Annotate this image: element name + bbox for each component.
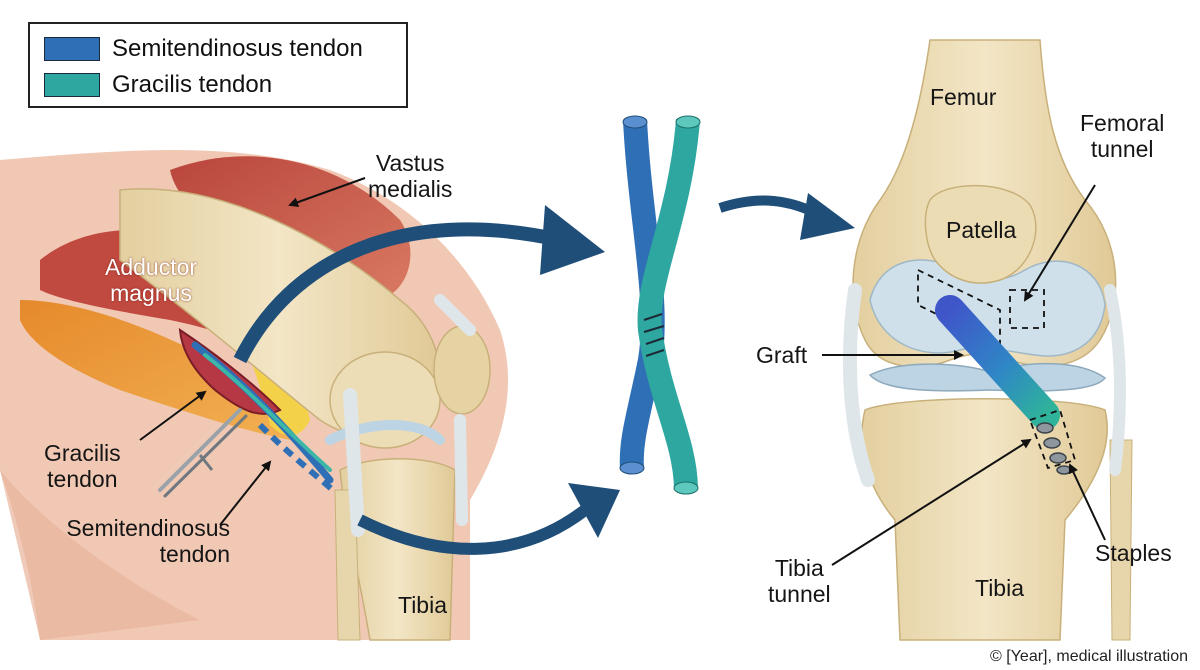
medial-collateral-ligament <box>842 283 875 487</box>
forceps <box>158 408 248 498</box>
label-adductor-magnus-line2: magnus <box>110 280 192 306</box>
label-vastus-medialis-line1: Vastus <box>375 150 445 176</box>
lateral-collateral-ligament <box>1104 284 1126 476</box>
knee-panel <box>842 39 1133 641</box>
right-meniscus <box>868 362 1107 392</box>
left-meniscus <box>325 420 445 445</box>
legend-swatch-gracilis <box>44 73 100 97</box>
label-semitendinosus-tendon-line1: Semitendinosus <box>66 515 230 541</box>
label-tibia-right: Tibia <box>975 575 1024 601</box>
label-gracilis-tendon-line2: tendon <box>47 466 118 492</box>
femoral-tunnel-box <box>1009 289 1045 329</box>
left-ligament-3 <box>454 414 468 526</box>
label-tibia-tunnel-line1: Tibia <box>774 555 824 581</box>
semitendinosus-top-end <box>622 115 648 129</box>
label-semitendinosus-tendon: Semitendinosus tendon <box>30 515 230 567</box>
right-fibula <box>1109 439 1133 641</box>
orange-muscle <box>20 300 290 440</box>
arrow-lower-to-tendons-head <box>568 483 620 538</box>
left-ligament-2 <box>434 294 476 336</box>
arrow-lower-to-tendons <box>357 505 589 555</box>
label-vastus-medialis-line2: medialis <box>368 176 453 202</box>
arrow-thigh-to-tendons <box>233 222 562 364</box>
leg-panel <box>0 150 509 641</box>
label-tibia-left: Tibia <box>398 592 447 618</box>
gracilis-top-end <box>675 115 701 129</box>
gracilis-graft <box>637 119 700 489</box>
label-adductor-magnus-line1: Adductor <box>105 254 198 280</box>
left-ligament-1 <box>343 388 365 537</box>
semitendinosus-dashed <box>257 422 337 495</box>
arrow-tendons-to-knee-head <box>800 193 855 240</box>
label-gracilis-tendon-line1: Gracilis <box>44 440 121 466</box>
leader-gracilis-tendon <box>139 390 207 441</box>
leader-semitendinosus-tendon <box>219 460 272 526</box>
leader-lines <box>139 177 1106 566</box>
harvested-tendons <box>619 115 701 495</box>
leader-tibia-tunnel <box>831 438 1032 566</box>
label-femoral-tunnel: Femoral tunnel <box>1080 110 1164 162</box>
label-patella: Patella <box>946 217 1017 243</box>
legend-item-gracilis: Gracilis tendon <box>44 70 272 100</box>
legend-swatch-semitendinosus <box>44 37 100 61</box>
label-femoral-tunnel-line2: tunnel <box>1090 136 1154 162</box>
leg-skin-shadow <box>0 470 200 640</box>
label-femoral-tunnel-line1: Femoral <box>1080 110 1165 136</box>
legend-label-semitendinosus: Semitendinosus tendon <box>112 35 363 62</box>
gracilis-bottom-end <box>673 481 699 495</box>
right-tibia-bone <box>861 398 1108 641</box>
suture-stitches <box>643 313 665 357</box>
label-staples: Staples <box>1095 540 1172 566</box>
acl-graft <box>935 295 1060 430</box>
label-gracilis-tendon: Gracilis tendon <box>44 440 121 492</box>
label-adductor-magnus: Adductor magnus <box>105 254 197 306</box>
label-tibia-tunnel-line2: tunnel <box>768 581 831 607</box>
legend-item-semitendinosus: Semitendinosus tendon <box>44 34 363 64</box>
label-vastus-medialis: Vastus medialis <box>368 150 452 202</box>
leader-femoral-tunnel <box>1023 184 1096 302</box>
left-patella <box>433 325 491 415</box>
label-tibia-tunnel: Tibia tunnel <box>768 555 831 607</box>
arrow-thigh-to-tendons-head <box>540 205 605 275</box>
credit-text: © [Year], medical illustration <box>990 648 1188 665</box>
leader-vastus-medialis <box>288 177 366 207</box>
semitendinosus-bottom-end <box>619 461 645 475</box>
staples <box>1036 422 1072 475</box>
right-patella <box>924 184 1037 284</box>
gracilis-strand <box>203 353 332 472</box>
legend-label-gracilis: Gracilis tendon <box>112 71 273 98</box>
label-femur: Femur <box>930 84 997 110</box>
label-semitendinosus-tendon-line2: tendon <box>159 541 230 567</box>
legend: Semitendinosus tendon Gracilis tendon <box>28 22 408 108</box>
label-graft: Graft <box>756 342 808 368</box>
leader-staples <box>1068 463 1106 541</box>
